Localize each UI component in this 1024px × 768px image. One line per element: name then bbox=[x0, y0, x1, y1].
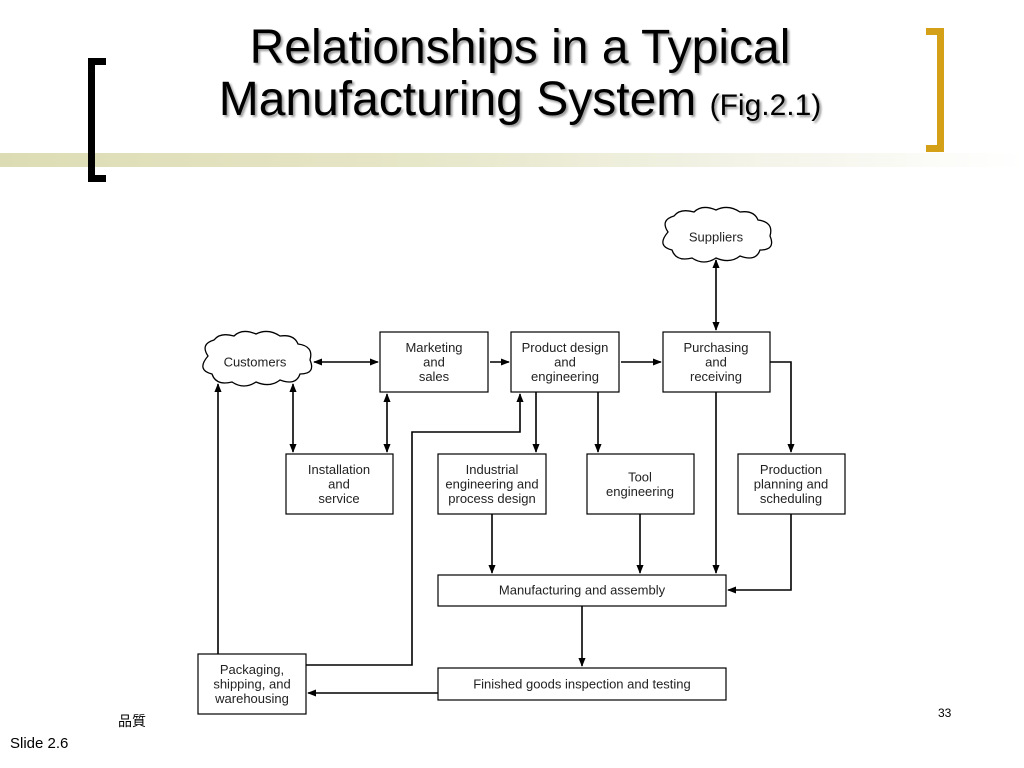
left-bracket-decoration bbox=[88, 58, 106, 182]
node-label-line: shipping, and bbox=[213, 677, 290, 692]
svg-text:Customers: Customers bbox=[224, 355, 287, 370]
node-label-line: Industrial bbox=[466, 462, 519, 477]
title-line-2: Manufacturing System (Fig.2.1) bbox=[140, 74, 900, 132]
node-label-line: receiving bbox=[690, 369, 742, 384]
node-label-line: Installation bbox=[308, 462, 370, 477]
node-label-line: engineering and bbox=[445, 477, 538, 492]
node-label-line: Finished goods inspection and testing bbox=[473, 677, 691, 692]
suppliers-node: Suppliers bbox=[662, 206, 773, 263]
node-label-line: Customers bbox=[224, 355, 287, 370]
customers-node: Customers bbox=[202, 330, 313, 387]
node-label-line: Product design bbox=[522, 340, 609, 355]
node-label-line: service bbox=[318, 491, 359, 506]
manufacturing-assembly-node: Manufacturing and assembly bbox=[437, 574, 727, 607]
node-label-line: process design bbox=[448, 491, 535, 506]
purchasing-production-arrow bbox=[770, 361, 795, 453]
node-label-line: and bbox=[705, 355, 727, 370]
node-label-line: scheduling bbox=[760, 491, 822, 506]
node-label-line: Suppliers bbox=[689, 230, 744, 245]
node-label-line: engineering bbox=[531, 369, 599, 384]
title-underline-band bbox=[0, 153, 1024, 167]
node-label-line: and bbox=[423, 355, 445, 370]
title-line-1: Relationships in a Typical bbox=[249, 21, 791, 74]
connectors bbox=[214, 259, 795, 697]
slide-title: Relationships in a Typical Manufacturing… bbox=[140, 22, 900, 132]
node-label-line: Manufacturing and assembly bbox=[499, 583, 666, 598]
node-label-line: Purchasing bbox=[683, 340, 748, 355]
svg-text:Finished goods inspection and: Finished goods inspection and testing bbox=[473, 677, 691, 692]
slide-label: Slide 2.6 bbox=[10, 735, 69, 752]
node-label-line: warehousing bbox=[214, 691, 289, 706]
title-line-2-text: Manufacturing System bbox=[218, 73, 697, 126]
node-label-line: sales bbox=[419, 369, 450, 384]
node-label-line: Packaging, bbox=[220, 662, 284, 677]
node-label-line: Tool bbox=[628, 469, 652, 484]
page-number: 33 bbox=[938, 706, 952, 720]
right-bracket-decoration bbox=[926, 28, 944, 152]
node-label-line: and bbox=[328, 477, 350, 492]
title-fig-ref: (Fig.2.1) bbox=[709, 89, 822, 122]
packaging-product-feedback-arrow bbox=[306, 393, 524, 666]
node-label-line: planning and bbox=[754, 477, 828, 492]
node-label-line: Production bbox=[760, 462, 822, 477]
node-label-line: engineering bbox=[606, 484, 674, 499]
production-manufacturing-arrow bbox=[727, 514, 792, 594]
svg-text:Suppliers: Suppliers bbox=[689, 230, 744, 245]
footer-text: 品質 bbox=[118, 713, 146, 729]
node-label-line: Marketing bbox=[405, 340, 462, 355]
finished-goods-node: Finished goods inspection and testing bbox=[437, 667, 727, 701]
node-label-line: and bbox=[554, 355, 576, 370]
svg-text:Manufacturing and assembly: Manufacturing and assembly bbox=[499, 583, 666, 598]
